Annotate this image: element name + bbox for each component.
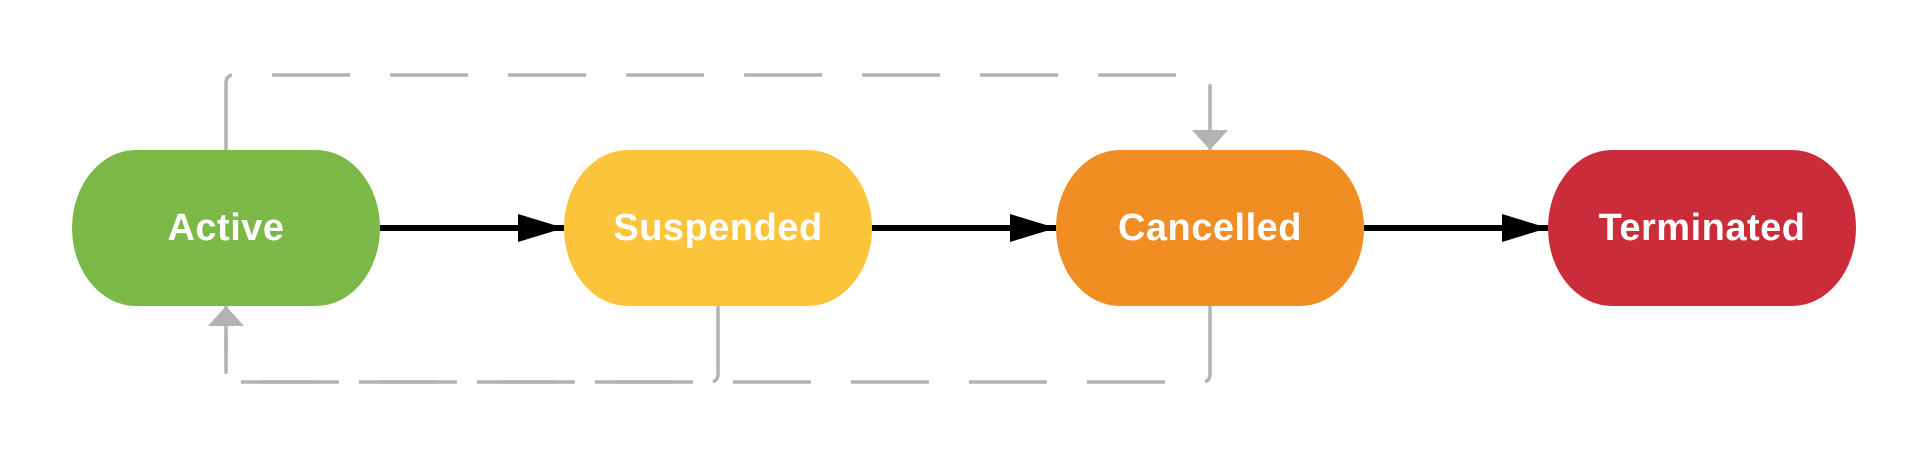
transition-suspended-to-active[interactable] [208,306,720,384]
state-active[interactable]: Active [72,150,380,306]
state-cancelled[interactable]: Cancelled [1056,150,1364,306]
transition-cancelled-to-active[interactable] [224,306,1212,384]
state-terminated[interactable]: Terminated [1548,150,1856,306]
transition-active-to-cancelled[interactable] [224,73,1228,150]
state-suspended[interactable]: Suspended [564,150,872,306]
